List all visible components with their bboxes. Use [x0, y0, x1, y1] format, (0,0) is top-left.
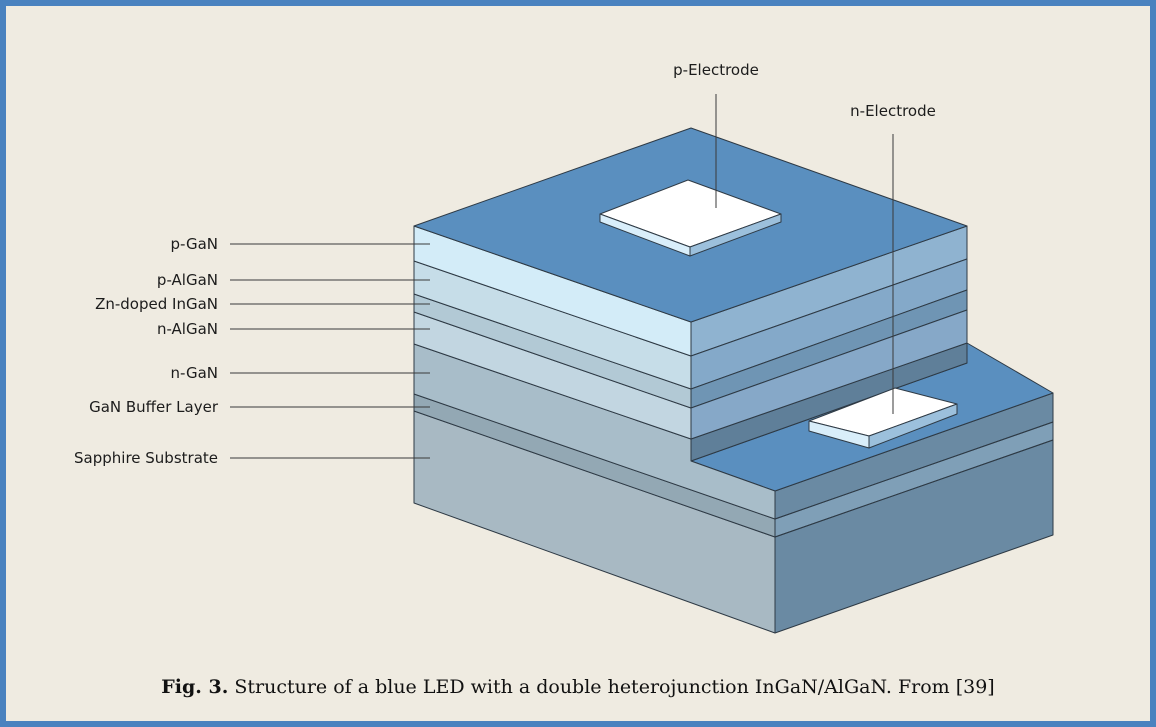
figure-caption-text: Structure of a blue LED with a double he… [228, 676, 994, 698]
svg-text:p-AlGaN: p-AlGaN [157, 271, 218, 289]
svg-text:GaN Buffer Layer: GaN Buffer Layer [89, 398, 219, 416]
n-electrode-label: n-Electrode [850, 102, 936, 120]
layer-label-sapphire-substrate: Sapphire Substrate [74, 449, 430, 467]
figure-caption-prefix: Fig. 3. [161, 676, 228, 698]
layer-label-zn-doped-ingan: Zn-doped InGaN [95, 295, 430, 313]
n-electrode-pad [808, 387, 958, 449]
layer-label-p-algan: p-AlGaN [157, 271, 430, 289]
svg-text:Sapphire Substrate: Sapphire Substrate [74, 449, 218, 467]
layer-label-gan-buffer: GaN Buffer Layer [89, 398, 430, 416]
layer-label-n-algan: n-AlGaN [157, 320, 430, 338]
nalgan-side-face [690, 309, 968, 440]
layer-label-n-gan: n-GaN [170, 364, 430, 382]
svg-text:p-GaN: p-GaN [170, 235, 218, 253]
svg-text:n-AlGaN: n-AlGaN [157, 320, 218, 338]
p-electrode-label: p-Electrode [673, 61, 759, 79]
p-electrode-pad [599, 179, 782, 257]
figure-caption: Fig. 3. Structure of a blue LED with a d… [161, 676, 994, 698]
svg-text:n-GaN: n-GaN [170, 364, 218, 382]
svg-text:Zn-doped InGaN: Zn-doped InGaN [95, 295, 218, 313]
layer-label-p-gan: p-GaN [170, 235, 430, 253]
